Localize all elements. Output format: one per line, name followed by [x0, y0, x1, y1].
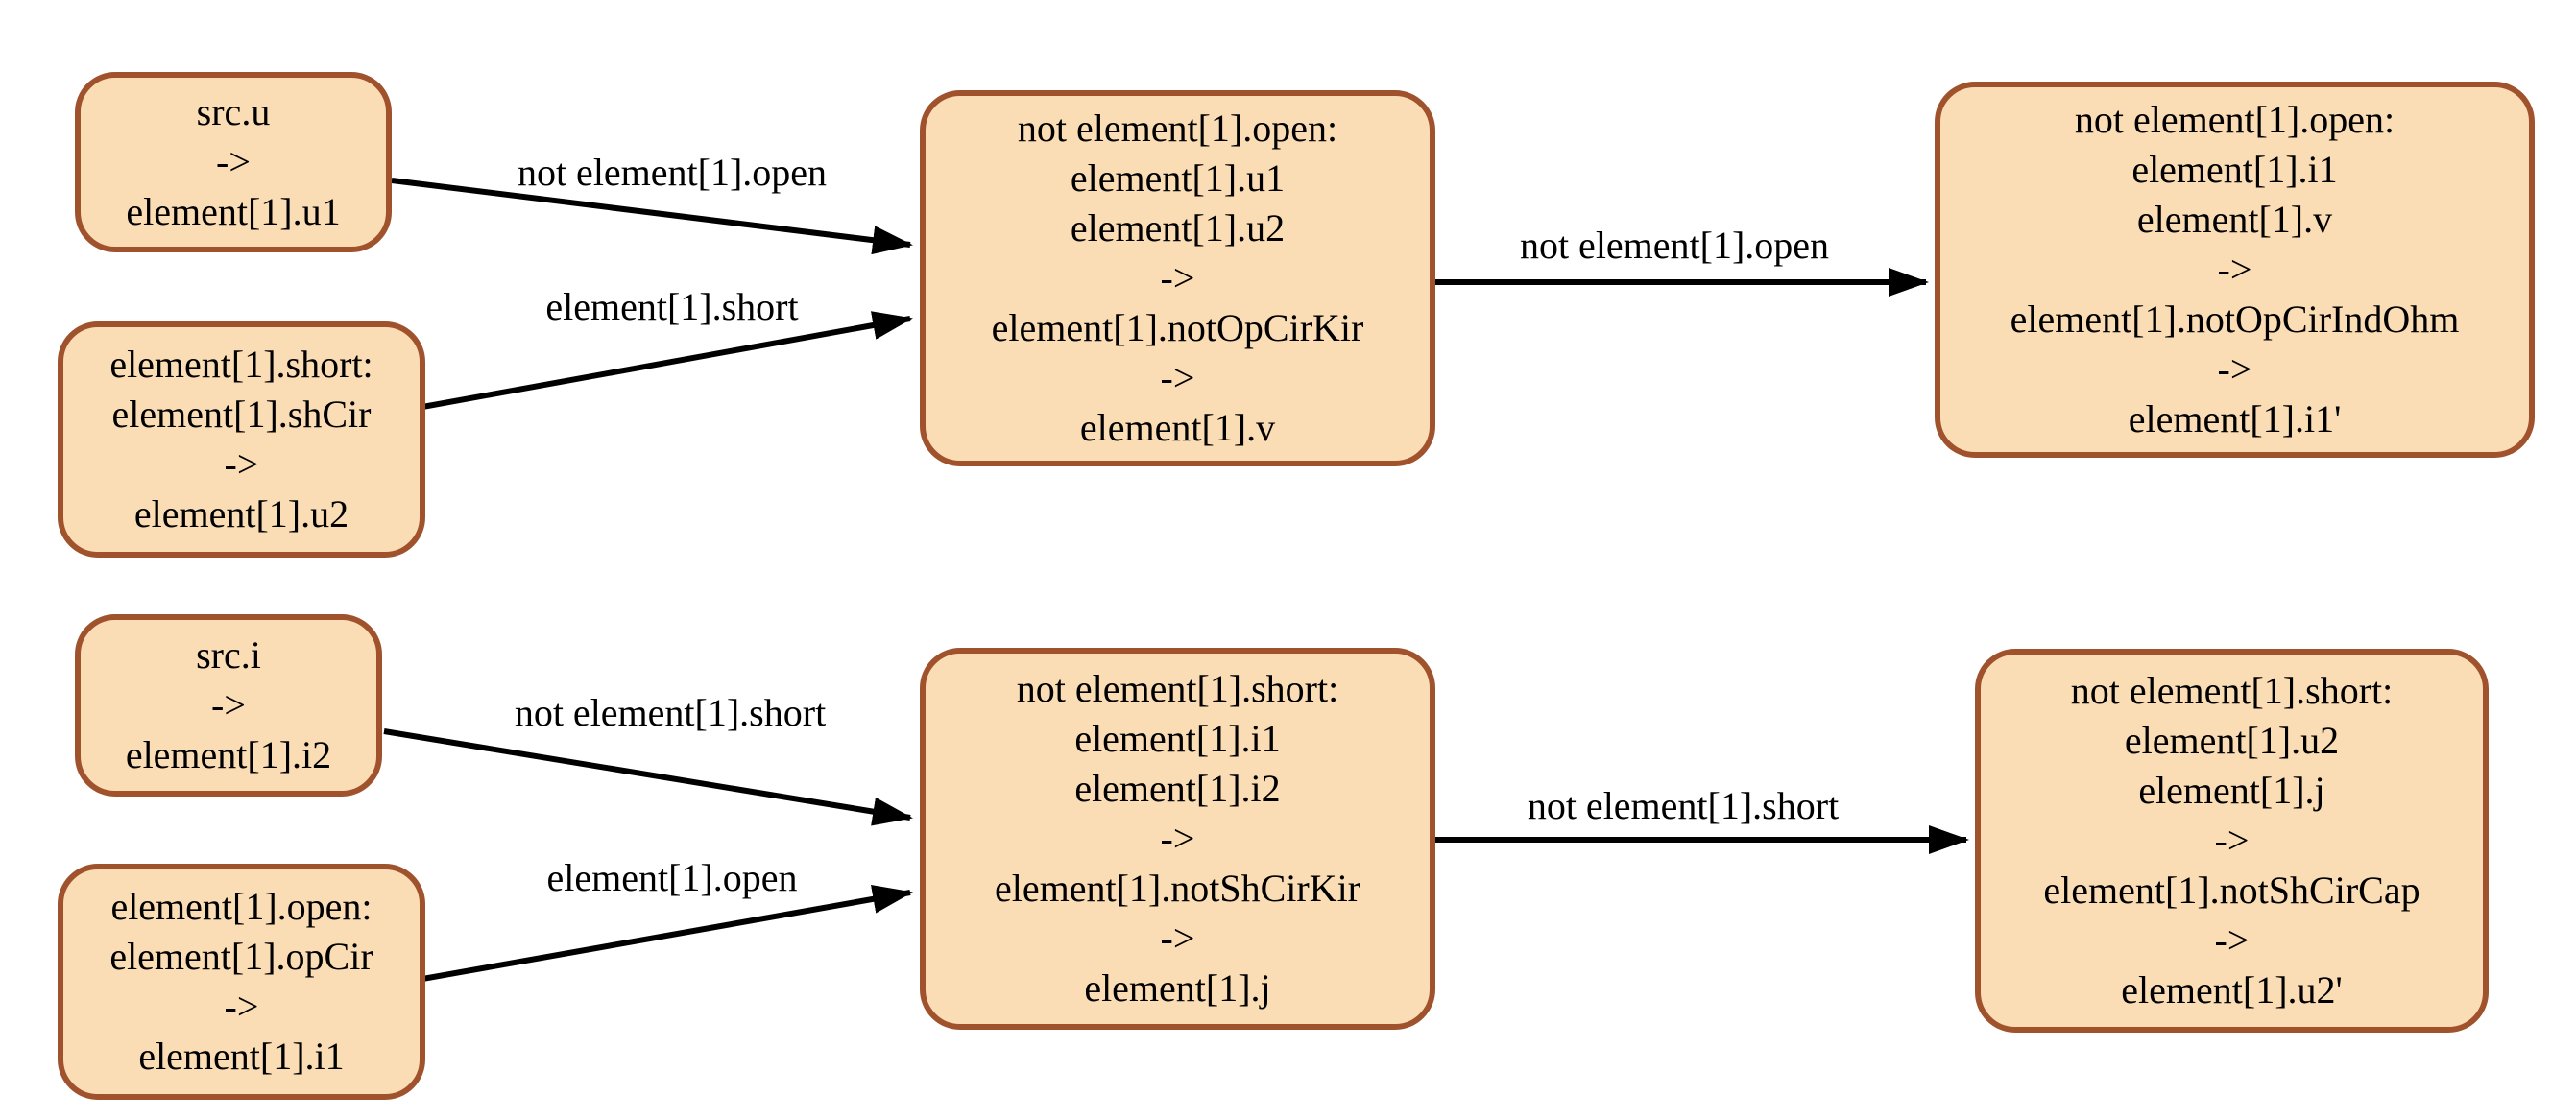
edge-label-src-u-to-kir: not element[1].open — [517, 151, 828, 194]
node-not-op-cir-ind-ohm: not element[1].open: element[1].i1 eleme… — [1935, 82, 2535, 458]
node-not-sh-cir-cap: not element[1].short: element[1].u2 elem… — [1975, 649, 2489, 1033]
node-element-short-text: element[1].short: element[1].shCir -> el… — [109, 343, 373, 536]
node-element-open-text: element[1].open: element[1].opCir -> ele… — [109, 885, 373, 1078]
edge-label-open-to-shkir: element[1].open — [546, 856, 798, 899]
edge-label-short-to-kir: element[1].short — [545, 285, 799, 328]
node-not-sh-cir-kir: not element[1].short: element[1].i1 elem… — [920, 648, 1435, 1030]
node-not-sh-cir-cap-text: not element[1].short: element[1].u2 elem… — [2043, 669, 2420, 1012]
edge-label-kir-to-ind-ohm: not element[1].open — [1519, 224, 1830, 267]
edge-element-open-to-not-sh-cir-kir — [421, 885, 913, 982]
edge-src-i-to-not-sh-cir-kir — [383, 728, 913, 826]
node-element-short: element[1].short: element[1].shCir -> el… — [58, 321, 425, 558]
node-not-op-cir-kir-text: not element[1].open: element[1].u1 eleme… — [991, 107, 1364, 449]
edge-label-src-i-to-shkir: not element[1].short — [514, 691, 827, 734]
node-src-i-text: src.i -> element[1].i2 — [125, 633, 332, 776]
node-element-open: element[1].open: element[1].opCir -> ele… — [58, 864, 425, 1100]
node-not-op-cir-kir: not element[1].open: element[1].u1 eleme… — [920, 90, 1435, 466]
edge-label-shkir-to-cap: not element[1].short — [1527, 784, 1840, 827]
node-not-op-cir-ind-ohm-text: not element[1].open: element[1].i1 eleme… — [2010, 98, 2460, 440]
node-src-u-text: src.u -> element[1].u1 — [126, 90, 341, 233]
edge-src-u-to-not-op-cir-kir — [391, 178, 913, 255]
node-src-u: src.u -> element[1].u1 — [75, 72, 392, 252]
node-src-i: src.i -> element[1].i2 — [75, 614, 382, 797]
edge-element-short-to-not-op-cir-kir — [421, 311, 913, 410]
node-not-sh-cir-kir-text: not element[1].short: element[1].i1 elem… — [994, 667, 1361, 1010]
